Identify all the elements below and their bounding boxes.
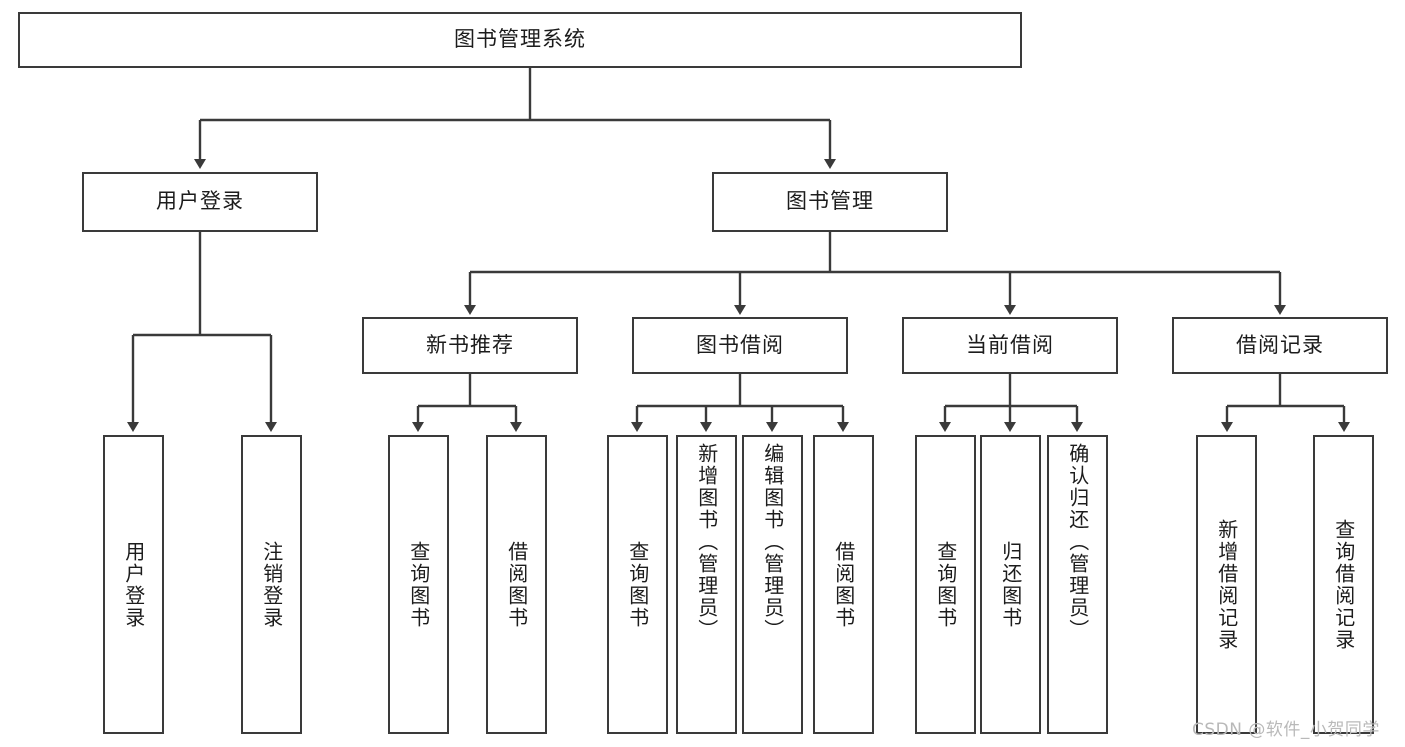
node-new-book-recommend[interactable]: 新书推荐 <box>362 317 578 374</box>
leaf-book-borrow-lend[interactable]: 借阅图书 <box>813 435 874 734</box>
node-user-login[interactable]: 用户登录 <box>82 172 318 232</box>
leaf-record-add[interactable]: 新增借阅记录 <box>1196 435 1257 734</box>
node-label: 确认归还（管理员） <box>1065 443 1090 641</box>
node-label: 新增图书（管理员） <box>694 443 719 641</box>
node-label: 查询图书 <box>933 540 958 629</box>
node-label: 图书管理 <box>786 189 874 214</box>
node-root-system[interactable]: 图书管理系统 <box>18 12 1022 68</box>
leaf-current-borrow-confirm-return[interactable]: 确认归还（管理员） <box>1047 435 1108 734</box>
node-label: 当前借阅 <box>966 332 1054 357</box>
leaf-record-query[interactable]: 查询借阅记录 <box>1313 435 1374 734</box>
node-current-borrow[interactable]: 当前借阅 <box>902 317 1118 374</box>
node-label: 新书推荐 <box>426 332 514 357</box>
leaf-book-borrow-add[interactable]: 新增图书（管理员） <box>676 435 737 734</box>
leaf-new-book-borrow[interactable]: 借阅图书 <box>486 435 547 734</box>
node-borrow-record[interactable]: 借阅记录 <box>1172 317 1388 374</box>
node-label: 借阅图书 <box>831 540 856 629</box>
node-label: 新增借阅记录 <box>1214 518 1239 651</box>
leaf-book-borrow-edit[interactable]: 编辑图书（管理员） <box>742 435 803 734</box>
node-label: 注销登录 <box>259 540 284 629</box>
node-label: 借阅图书 <box>504 540 529 629</box>
node-label: 图书借阅 <box>696 332 784 357</box>
node-label: 归还图书 <box>998 540 1023 629</box>
leaf-current-borrow-query[interactable]: 查询图书 <box>915 435 976 734</box>
leaf-user-login-logout[interactable]: 注销登录 <box>241 435 302 734</box>
leaf-current-borrow-return[interactable]: 归还图书 <box>980 435 1041 734</box>
node-label: 编辑图书（管理员） <box>760 443 785 641</box>
leaf-book-borrow-query[interactable]: 查询图书 <box>607 435 668 734</box>
node-label: 查询图书 <box>625 540 650 629</box>
leaf-new-book-query[interactable]: 查询图书 <box>388 435 449 734</box>
node-label: 图书管理系统 <box>454 27 586 52</box>
leaf-user-login-login[interactable]: 用户登录 <box>103 435 164 734</box>
node-label: 查询图书 <box>406 540 431 629</box>
node-book-management[interactable]: 图书管理 <box>712 172 948 232</box>
node-label: 查询借阅记录 <box>1331 518 1356 651</box>
watermark: CSDN @软件_小贺同学 <box>1192 720 1380 740</box>
node-label: 借阅记录 <box>1236 332 1324 357</box>
node-label: 用户登录 <box>121 540 146 629</box>
node-label: 用户登录 <box>156 189 244 214</box>
node-book-borrow[interactable]: 图书借阅 <box>632 317 848 374</box>
